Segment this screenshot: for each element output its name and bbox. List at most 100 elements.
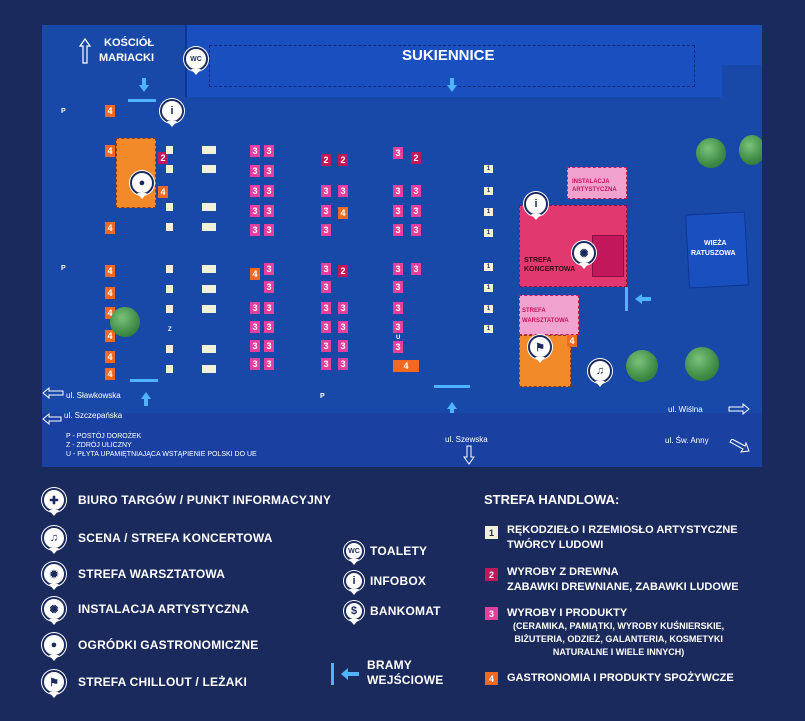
stall-4[interactable]: 4 — [105, 222, 115, 234]
stall-3[interactable]: 3 — [264, 263, 274, 275]
stall-3[interactable]: 3 — [264, 145, 274, 157]
stall-1[interactable] — [166, 305, 173, 313]
stall-1[interactable] — [166, 345, 173, 353]
stall-3[interactable]: 3 — [393, 205, 403, 217]
stall-1[interactable]: 1 — [484, 305, 493, 313]
wc-pin-icon[interactable]: WC — [184, 47, 208, 71]
stall-2[interactable]: 2 — [321, 154, 331, 166]
stall-1[interactable]: 1 — [484, 208, 493, 216]
stall-1[interactable] — [202, 265, 209, 273]
stall-4[interactable]: 4 — [105, 330, 115, 342]
stall-3[interactable]: 3 — [250, 205, 260, 217]
stall-1[interactable] — [209, 305, 216, 313]
stall-4[interactable]: 4 — [158, 186, 168, 198]
stall-3[interactable]: 3 — [250, 145, 260, 157]
gate-north-west[interactable] — [128, 99, 156, 102]
stall-4[interactable]: 4 — [338, 207, 348, 219]
stall-3[interactable]: 3 — [264, 205, 274, 217]
stall-3[interactable]: 3 — [338, 302, 348, 314]
gate-east[interactable] — [625, 287, 628, 311]
stall-4[interactable]: 4 — [105, 287, 115, 299]
stall-2[interactable]: 2 — [338, 265, 348, 277]
stall-3[interactable]: 3 — [250, 321, 260, 333]
stall-3[interactable]: 3 — [250, 302, 260, 314]
stall-3[interactable]: 3 — [250, 165, 260, 177]
stall-3[interactable]: 3 — [393, 185, 403, 197]
stall-1[interactable] — [166, 146, 173, 154]
stall-3[interactable]: 3 — [338, 321, 348, 333]
info-pin-icon[interactable]: i — [524, 192, 548, 216]
stall-4[interactable]: 4 — [393, 360, 419, 372]
stall-3[interactable]: 3 — [264, 281, 274, 293]
stall-1[interactable] — [166, 265, 173, 273]
stall-3[interactable]: 3 — [393, 281, 403, 293]
stall-1[interactable] — [209, 365, 216, 373]
stall-3[interactable]: 3 — [321, 302, 331, 314]
stall-3[interactable]: 3 — [411, 205, 421, 217]
stall-3[interactable]: 3 — [321, 321, 331, 333]
stall-3[interactable]: 3 — [264, 302, 274, 314]
stall-4[interactable]: 4 — [105, 105, 115, 117]
stall-3[interactable]: 3 — [338, 185, 348, 197]
stall-1[interactable] — [166, 203, 173, 211]
stall-3[interactable]: 3 — [393, 321, 403, 333]
stall-3[interactable]: 3 — [321, 281, 331, 293]
stall-1[interactable] — [166, 165, 173, 173]
stall-3[interactable]: 3 — [393, 224, 403, 236]
stall-1[interactable] — [202, 285, 209, 293]
stall-3[interactable]: 3 — [338, 340, 348, 352]
stall-3[interactable]: 3 — [321, 224, 331, 236]
stall-4[interactable]: 4 — [105, 351, 115, 363]
stall-1[interactable] — [209, 203, 216, 211]
stall-1[interactable] — [209, 223, 216, 231]
stall-1[interactable] — [166, 223, 173, 231]
stall-4[interactable]: 4 — [105, 368, 115, 380]
stall-3[interactable]: 3 — [250, 224, 260, 236]
stall-3[interactable]: 3 — [264, 340, 274, 352]
stall-3[interactable]: 3 — [250, 358, 260, 370]
stall-3[interactable]: 3 — [264, 224, 274, 236]
stall-3[interactable]: 3 — [321, 358, 331, 370]
stall-3[interactable]: 3 — [321, 185, 331, 197]
stall-1[interactable] — [202, 165, 209, 173]
stall-1[interactable] — [209, 146, 216, 154]
stall-3[interactable]: 3 — [411, 263, 421, 275]
stall-3[interactable]: 3 — [411, 185, 421, 197]
gate-south[interactable] — [434, 385, 470, 388]
stall-1[interactable] — [166, 365, 173, 373]
stall-1[interactable] — [209, 285, 216, 293]
stall-3[interactable]: 3 — [393, 147, 403, 159]
stall-3[interactable]: 3 — [250, 340, 260, 352]
stall-3[interactable]: 3 — [264, 185, 274, 197]
stall-3[interactable]: 3 — [321, 263, 331, 275]
stall-1[interactable] — [202, 365, 209, 373]
stall-3[interactable]: 3 — [321, 340, 331, 352]
stall-1[interactable]: 1 — [484, 284, 493, 292]
stall-1[interactable]: 1 — [484, 229, 493, 237]
stall-4[interactable]: 4 — [105, 265, 115, 277]
stall-1[interactable] — [202, 345, 209, 353]
stall-1[interactable]: 1 — [484, 325, 493, 333]
stall-1[interactable] — [202, 146, 209, 154]
stall-3[interactable]: 3 — [393, 302, 403, 314]
stall-3[interactable]: 3 — [338, 358, 348, 370]
stall-3[interactable]: 3 — [264, 358, 274, 370]
stall-2[interactable]: 2 — [158, 152, 168, 164]
stall-1[interactable] — [209, 165, 216, 173]
stall-4[interactable]: 4 — [250, 268, 260, 280]
info-pin-icon[interactable]: i — [160, 99, 184, 123]
plate-pin-icon[interactable]: ● — [130, 171, 154, 195]
stall-1[interactable]: 1 — [484, 165, 493, 173]
music-pin-icon[interactable]: ♫ — [588, 359, 612, 383]
stall-2[interactable]: 2 — [411, 152, 421, 164]
stall-1[interactable]: 1 — [484, 263, 493, 271]
stall-3[interactable]: 3 — [393, 263, 403, 275]
stall-1[interactable] — [209, 265, 216, 273]
stall-3[interactable]: 3 — [393, 341, 403, 353]
stall-1[interactable] — [209, 345, 216, 353]
stall-1[interactable] — [166, 285, 173, 293]
stall-2[interactable]: 2 — [338, 154, 348, 166]
stall-3[interactable]: 3 — [264, 165, 274, 177]
stall-4[interactable]: 4 — [105, 145, 115, 157]
deckchair-pin-icon[interactable]: ⚑ — [528, 335, 552, 359]
